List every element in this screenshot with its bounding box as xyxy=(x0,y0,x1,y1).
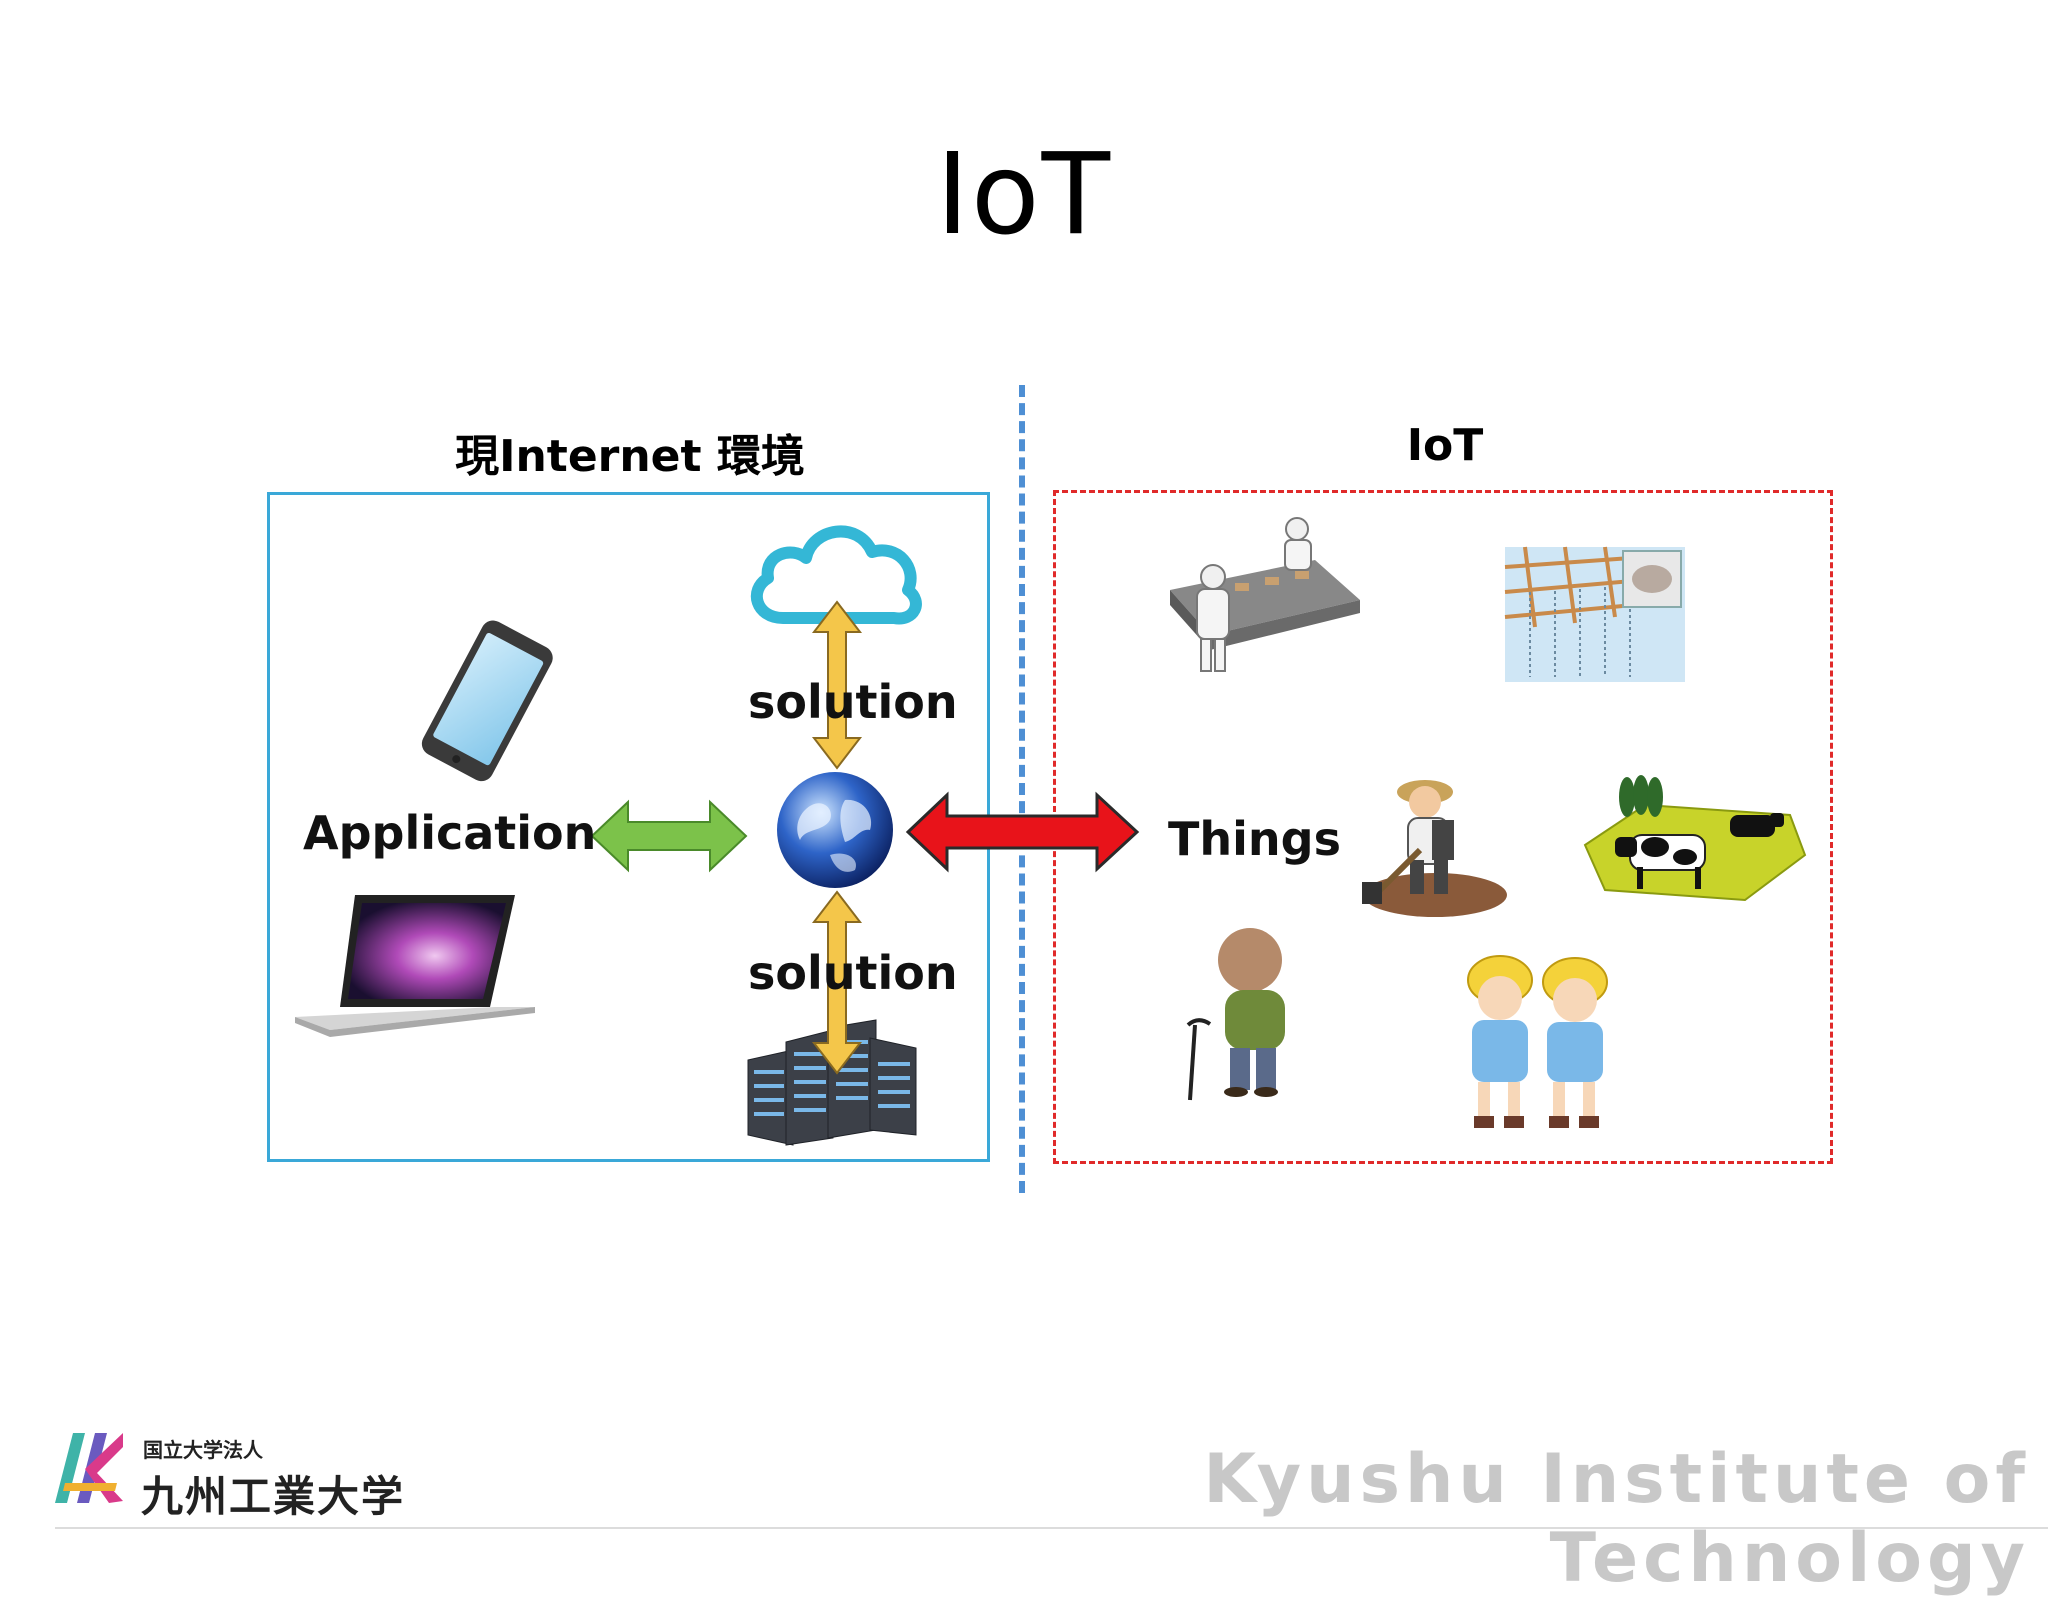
application-double-arrow-icon xyxy=(590,799,748,873)
fish-farm-icon xyxy=(1504,546,1685,682)
school-children-icon xyxy=(1467,955,1608,1128)
slide-title: IoT xyxy=(936,130,1112,260)
solution-label-bottom: solution xyxy=(748,946,958,1000)
farmer-icon xyxy=(1362,780,1507,917)
globe-icon xyxy=(777,772,893,888)
things-label: Things xyxy=(1168,812,1341,866)
university-subtitle: 国立大学法人 xyxy=(143,1438,263,1462)
left-panel-title: 現Internet 環境 xyxy=(455,431,805,482)
university-name: 九州工業大学 xyxy=(141,1472,406,1521)
right-panel-title: IoT xyxy=(1406,420,1484,471)
cows-pasture-icon xyxy=(1583,775,1807,902)
english-university-name: Kyushu Institute of Technology xyxy=(1203,1440,2030,1598)
things-double-arrow-icon xyxy=(905,791,1140,873)
footer-divider xyxy=(55,1527,2048,1529)
vertical-divider xyxy=(1019,385,1025,1193)
laptop-icon xyxy=(295,895,535,1037)
factory-worker-icon xyxy=(1170,517,1360,672)
elderly-man-icon xyxy=(1186,928,1285,1101)
application-label: Application xyxy=(303,806,597,860)
kit-logo-icon xyxy=(55,1433,123,1503)
smartphone-icon xyxy=(421,620,553,782)
cloud-icon xyxy=(751,525,922,625)
upper-solution-double-arrow-icon xyxy=(811,600,863,770)
server-icon xyxy=(747,1019,917,1146)
lower-solution-double-arrow-icon xyxy=(811,890,863,1075)
solution-label-top: solution xyxy=(748,675,958,729)
